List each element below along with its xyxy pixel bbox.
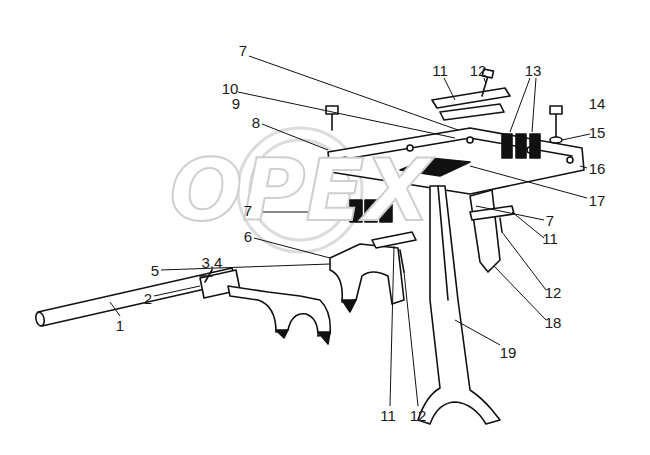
callout-number: 5 bbox=[151, 263, 159, 278]
leader-lines bbox=[110, 56, 590, 406]
callout-number: 14 bbox=[589, 96, 606, 111]
callout-number: 10 bbox=[222, 81, 239, 96]
callout-number: 7 bbox=[244, 203, 252, 218]
callout-number: 8 bbox=[252, 115, 260, 130]
callout-number: 11 bbox=[432, 63, 448, 78]
callout-number: 16 bbox=[589, 161, 606, 176]
callout-number: 19 bbox=[500, 345, 517, 360]
callout-number: 12 bbox=[410, 408, 427, 423]
callout-number: 11 bbox=[542, 231, 558, 246]
callout-number: 17 bbox=[589, 193, 606, 208]
callout-number: 7 bbox=[239, 43, 247, 58]
callout-number: 3,4 bbox=[202, 255, 223, 270]
callout-number: 13 bbox=[525, 63, 542, 78]
callout-number: 15 bbox=[589, 125, 606, 140]
callout-number: 6 bbox=[244, 229, 252, 244]
callout-number: 12 bbox=[470, 63, 487, 78]
watermark: OPEX bbox=[169, 147, 430, 233]
callout-number: 11 bbox=[380, 408, 396, 423]
callout-number: 2 bbox=[144, 291, 152, 306]
callout-number: 9 bbox=[232, 96, 240, 111]
callout-number: 12 bbox=[545, 285, 562, 300]
callout-number: 18 bbox=[545, 315, 562, 330]
callout-number: 1 bbox=[116, 318, 124, 333]
callout-number: 7 bbox=[546, 213, 554, 228]
